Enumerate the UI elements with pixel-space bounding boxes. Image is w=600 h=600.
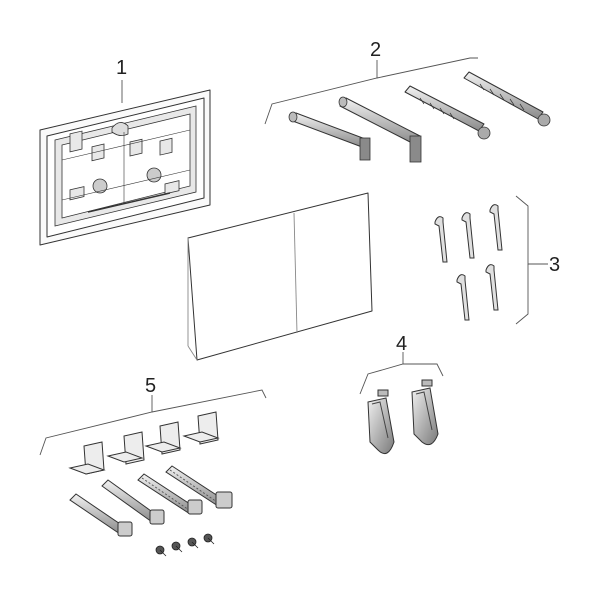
holders-part xyxy=(359,352,444,455)
mounting-rods-part xyxy=(264,57,551,163)
callout-4: 4 xyxy=(396,333,407,355)
callout-2: 2 xyxy=(370,39,381,61)
callout-1: 1 xyxy=(116,57,127,79)
mounting-frame-part xyxy=(39,80,211,246)
callout-5: 5 xyxy=(145,375,156,397)
spring-clips-part xyxy=(434,195,548,325)
callout-3: 3 xyxy=(549,254,560,276)
actuator-plate xyxy=(187,192,373,361)
fixing-set-part xyxy=(39,389,267,557)
